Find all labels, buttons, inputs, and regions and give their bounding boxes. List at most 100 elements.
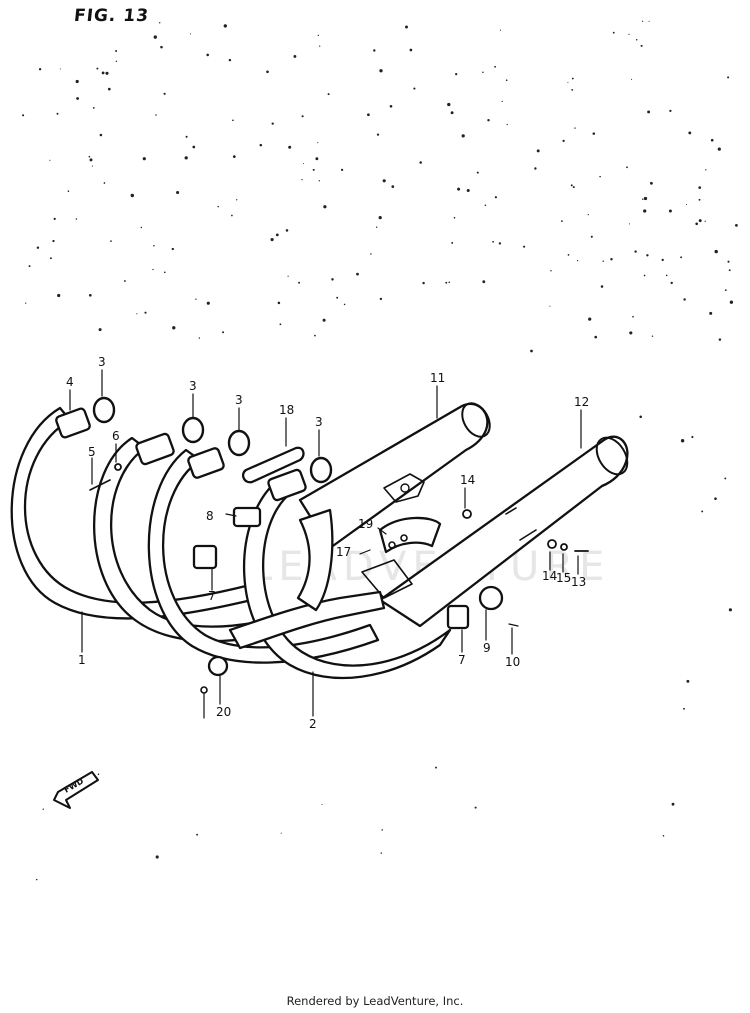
speckle — [343, 303, 346, 306]
speckle — [727, 76, 730, 79]
speckle — [704, 220, 706, 222]
speckle — [155, 855, 159, 859]
speckle — [288, 145, 292, 149]
speckle — [198, 337, 201, 339]
collector-pipe — [228, 508, 386, 650]
speckle — [379, 297, 383, 301]
speckle — [103, 182, 106, 184]
speckle — [301, 178, 303, 181]
speckle — [271, 122, 274, 125]
speckle — [98, 328, 102, 332]
speckle — [38, 68, 42, 71]
speckle — [25, 302, 27, 304]
speckle — [628, 223, 630, 225]
speckle — [599, 175, 601, 178]
speckle — [321, 803, 323, 806]
callout-5: 5 — [88, 445, 96, 459]
speckle — [171, 247, 174, 251]
speckle — [668, 209, 672, 213]
speckle — [567, 82, 569, 84]
callout-3: 3 — [315, 415, 323, 429]
speckle — [107, 87, 111, 91]
callouts: 4 3 3 3 18 3 11 12 6 5 14 8 19 17 7 14 1… — [66, 355, 589, 731]
speckle — [301, 115, 304, 118]
callout-15: 15 — [556, 571, 571, 585]
speckle — [236, 199, 238, 201]
speckle — [632, 315, 634, 318]
speckle — [646, 254, 649, 257]
speckle — [701, 510, 704, 513]
speckle — [409, 48, 413, 52]
speckle — [612, 31, 615, 34]
speckle — [277, 301, 281, 305]
speckle — [375, 226, 378, 228]
speckle — [629, 331, 633, 335]
speckle — [631, 78, 633, 80]
speckle — [105, 71, 109, 75]
speckle — [643, 196, 648, 201]
speckle — [549, 305, 551, 307]
speckle — [634, 250, 637, 253]
speckle — [91, 165, 93, 167]
speckle — [494, 196, 497, 199]
speckle — [640, 44, 643, 47]
speckle — [318, 180, 320, 182]
speckle — [373, 49, 376, 52]
speckle — [561, 220, 563, 222]
speckle — [96, 67, 99, 70]
speckle — [184, 156, 188, 160]
callout-18: 19 — [358, 517, 373, 531]
speckle — [639, 415, 642, 419]
speckle — [671, 802, 675, 806]
callout-14: 14 — [460, 473, 475, 487]
speckle — [189, 33, 192, 35]
speckle — [89, 158, 93, 162]
speckle — [35, 878, 38, 881]
speckle — [714, 249, 718, 254]
speckle — [698, 219, 702, 223]
speckle — [172, 326, 176, 330]
speckle — [651, 335, 654, 337]
speckle — [314, 334, 316, 337]
pipe-clamps — [55, 407, 307, 528]
footer-credit: Rendered by LeadVenture, Inc. — [286, 994, 464, 1008]
speckle — [482, 280, 486, 284]
speckle — [686, 679, 690, 683]
speckle — [287, 275, 289, 277]
speckle — [698, 198, 701, 201]
speckle — [729, 300, 734, 304]
speckle — [315, 157, 319, 161]
speckle — [367, 113, 370, 117]
speckle — [642, 198, 644, 201]
speckle — [356, 272, 359, 276]
speckle — [650, 181, 653, 185]
speckle — [59, 68, 61, 70]
speckle — [450, 111, 454, 115]
speckle — [567, 254, 570, 256]
speckle — [115, 60, 118, 63]
speckle — [718, 338, 722, 341]
scan-speckles — [22, 20, 738, 881]
callout-8: 8 — [206, 509, 214, 523]
speckle — [382, 179, 386, 183]
speckle — [448, 281, 450, 284]
callout-7: 7 — [458, 653, 466, 667]
speckle — [336, 296, 339, 299]
speckle — [635, 38, 638, 41]
speckle — [536, 149, 540, 153]
speckle — [185, 135, 188, 138]
speckle — [447, 102, 451, 107]
speckle — [647, 110, 651, 114]
speckle — [317, 142, 319, 144]
speckle — [728, 608, 732, 612]
speckle — [435, 766, 437, 769]
speckle — [445, 281, 448, 284]
fwd-arrow: FWD — [53, 771, 99, 809]
speckle — [232, 155, 236, 158]
callout-12: 12 — [574, 395, 589, 409]
speckle — [153, 35, 157, 39]
speckle — [319, 45, 321, 47]
speckle — [322, 318, 325, 321]
speckle — [587, 213, 589, 216]
speckle — [691, 435, 694, 439]
